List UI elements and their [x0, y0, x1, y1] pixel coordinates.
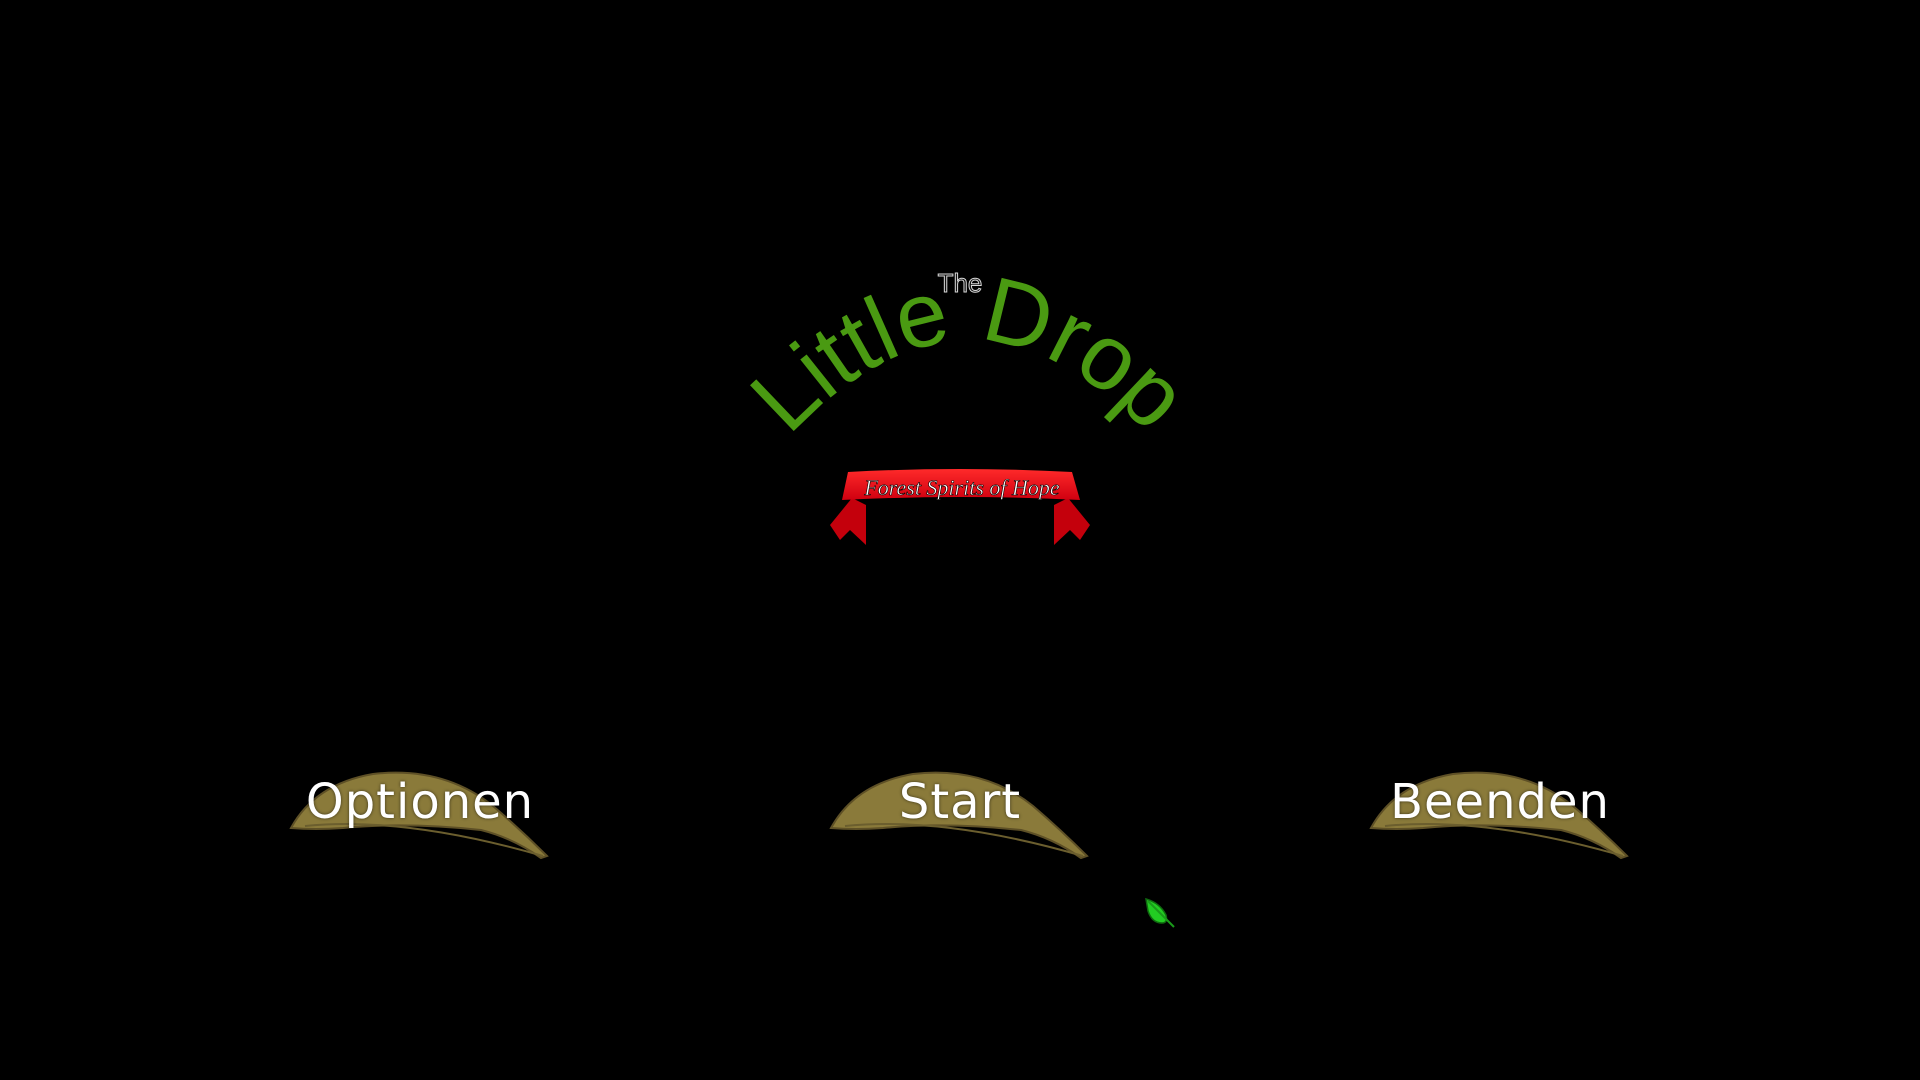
quit-button-label: Beenden [1390, 774, 1610, 830]
quit-button[interactable]: Beenden [1365, 760, 1655, 870]
title-prefix: The [938, 268, 983, 298]
options-button[interactable]: Optionen [285, 760, 575, 870]
leaf-icon [289, 771, 549, 860]
start-button-label: Start [898, 774, 1022, 830]
leaf-icon [1369, 771, 1629, 860]
game-logo: The Little Drop Forest Spirits of Hope [732, 258, 1206, 545]
game-title: Little Drop [732, 258, 1206, 451]
game-subtitle: Forest Spirits of Hope [863, 475, 1060, 500]
leaf-cursor-icon [1145, 897, 1175, 928]
subtitle-ribbon: Forest Spirits of Hope [830, 469, 1090, 545]
game-title-text: Little Drop [732, 258, 1206, 451]
leaf-icon [829, 771, 1089, 860]
start-button[interactable]: Start [825, 760, 1115, 870]
options-button-label: Optionen [305, 774, 535, 830]
